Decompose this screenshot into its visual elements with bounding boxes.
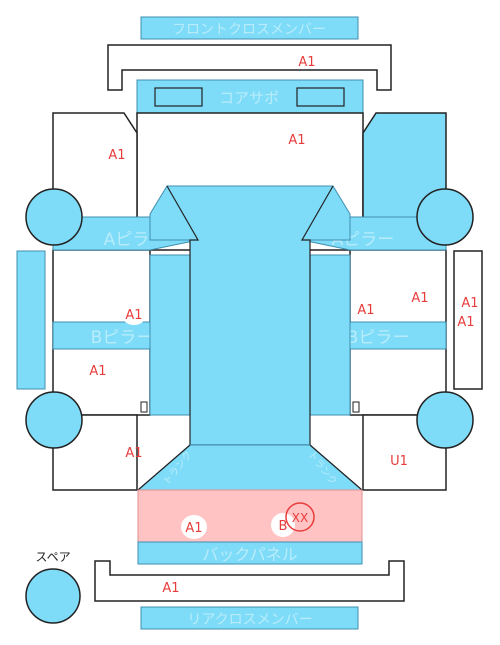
tire-rear-left[interactable] bbox=[25, 391, 83, 449]
mark-back-panel-a: A1 bbox=[185, 521, 202, 536]
trunk-right-edge bbox=[309, 444, 363, 491]
tire-front-left[interactable] bbox=[25, 188, 83, 246]
front-cross-member-bar[interactable] bbox=[140, 16, 359, 40]
trunk-left-edge bbox=[137, 444, 191, 491]
mark-right-rear-quarter: U1 bbox=[390, 454, 408, 469]
left-sill-bar[interactable] bbox=[16, 250, 46, 390]
rear-cross-member-bar[interactable] bbox=[140, 606, 359, 630]
back-panel-label: バックパネル bbox=[202, 545, 297, 564]
mark-side-left-front: A1 bbox=[125, 308, 142, 323]
mark-back-panel-b: B bbox=[279, 519, 288, 534]
tire-rear-right[interactable] bbox=[416, 391, 474, 449]
front-cross-member-label: フロントクロスメンバー bbox=[172, 22, 326, 38]
mark-front-left: A1 bbox=[108, 148, 125, 163]
spare-tire[interactable] bbox=[25, 568, 81, 624]
mark-rear-cross: A1 bbox=[162, 581, 179, 596]
core-support-label: コアサポ bbox=[219, 89, 279, 107]
back-panel-damaged[interactable] bbox=[137, 489, 363, 543]
right-small-marker bbox=[352, 401, 360, 413]
core-support-bar[interactable] bbox=[136, 79, 364, 114]
b-pillar-right-label: Bピラー bbox=[347, 328, 410, 348]
left-inner-rail[interactable] bbox=[149, 254, 191, 416]
mark-back-panel-circle bbox=[285, 502, 315, 532]
right-sill-outline[interactable] bbox=[453, 250, 483, 390]
rear-cross-member-label: リアクロスメンバー bbox=[187, 612, 312, 628]
mark-left-rear-quarter: A1 bbox=[125, 446, 142, 461]
rear-bumper-outline[interactable] bbox=[94, 560, 405, 602]
mark-front-right: A1 bbox=[288, 133, 305, 148]
spare-tire-label: スペア bbox=[35, 550, 70, 564]
mark-bg-left-side bbox=[122, 305, 146, 325]
mark-bg-rear-cross bbox=[159, 578, 183, 598]
mark-side-right-front-b: A1 bbox=[411, 291, 428, 306]
right-inner-rail[interactable] bbox=[309, 254, 351, 416]
mark-front-cross: A1 bbox=[298, 55, 315, 70]
core-support-left-slot bbox=[154, 87, 203, 107]
left-small-marker bbox=[140, 401, 148, 413]
mark-back-panel-circle-text: XX bbox=[292, 511, 308, 525]
tire-front-right[interactable] bbox=[416, 188, 474, 246]
b-pillar-left-label: Bピラー bbox=[91, 328, 154, 348]
mark-left-rear-door: A1 bbox=[89, 364, 106, 379]
core-support-right-slot bbox=[296, 87, 345, 107]
mark-right-sill-a: A1 bbox=[461, 296, 478, 311]
front-bumper-outline[interactable] bbox=[107, 44, 392, 91]
mark-bg-back-b bbox=[271, 513, 295, 537]
mark-bg-right-side bbox=[354, 300, 378, 320]
mark-side-right-front-a: A1 bbox=[357, 303, 374, 318]
mark-bg-back-a bbox=[181, 515, 207, 539]
mark-right-sill-b: A1 bbox=[457, 315, 474, 330]
back-panel-bar[interactable] bbox=[137, 541, 363, 565]
